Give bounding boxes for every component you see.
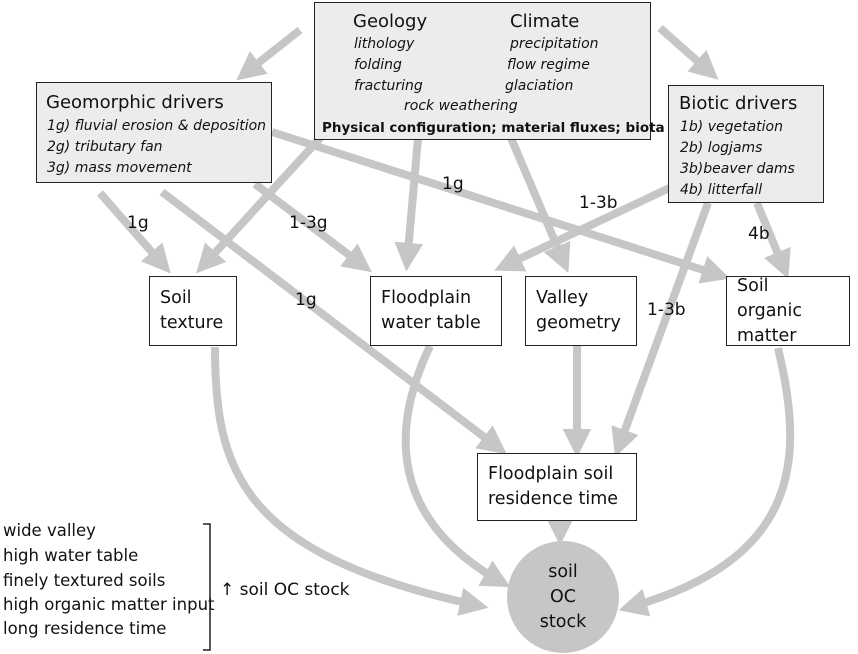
biotic-item-2b: 2b) logjams bbox=[680, 140, 763, 156]
arrow-geomorphic-to-organic-matter bbox=[270, 128, 731, 284]
soil-texture-line-2: texture bbox=[160, 313, 224, 333]
condition-long-residence-time: long residence time bbox=[3, 619, 167, 638]
climate-item-glaciation: glaciation bbox=[505, 78, 574, 94]
condition-high-organic-matter: high organic matter input bbox=[3, 595, 215, 614]
soil-oc-stock-node: soil OC stock bbox=[507, 541, 619, 653]
condition-wide-valley: wide valley bbox=[3, 521, 96, 540]
arrow-biotic-to-residence-time bbox=[611, 201, 712, 458]
condition-high-water-table: high water table bbox=[3, 546, 139, 565]
arrow-geology-to-water-table bbox=[394, 137, 424, 272]
geology-heading: Geology bbox=[353, 11, 428, 32]
water-table-line-1: Floodplain bbox=[381, 288, 472, 308]
edge-label-geo-watertable: 1-3g bbox=[289, 213, 328, 233]
soil-texture-line-1: Soil bbox=[160, 288, 192, 308]
arrow-geology-to-geomorphic bbox=[236, 26, 303, 81]
arrow-geomorphic-to-soil-texture bbox=[96, 190, 171, 274]
geology-climate-box: Geology Climate lithology folding fractu… bbox=[314, 2, 665, 140]
organic-matter-line-1: Soil organic bbox=[737, 275, 803, 321]
edge-label-bio-watertable: 1-3b bbox=[579, 193, 618, 213]
valley-geometry-node: Valley geometry bbox=[525, 276, 637, 346]
arrow-geomorphic-to-residence-time bbox=[159, 188, 507, 455]
edge-label-bio-organic: 4b bbox=[748, 224, 770, 244]
valley-geometry-line-2: geometry bbox=[536, 313, 621, 333]
floodplain-water-table-node: Floodplain water table bbox=[370, 276, 502, 346]
geology-climate-summary: Physical configuration; material fluxes;… bbox=[322, 120, 665, 136]
edge-label-geo-residence: 1g bbox=[295, 290, 317, 310]
arrow-geology-to-soil-texture bbox=[196, 133, 325, 274]
biotic-title: Biotic drivers bbox=[679, 93, 798, 114]
geomorphic-title: Geomorphic drivers bbox=[46, 92, 224, 113]
biotic-drivers-box: Biotic drivers 1b) vegetation 2b) logjam… bbox=[668, 85, 824, 203]
edge-label-geo-organic: 1g bbox=[442, 174, 464, 194]
residence-time-node: Floodplain soil residence time bbox=[477, 453, 637, 521]
arrow-geomorphic-to-water-table bbox=[252, 180, 372, 273]
residence-time-line-2: residence time bbox=[488, 489, 619, 509]
soil-organic-matter-node: Soil organic matter bbox=[726, 276, 850, 346]
shared-item-rock-weathering: rock weathering bbox=[404, 98, 518, 114]
geology-item-fracturing: fracturing bbox=[354, 78, 423, 94]
climate-item-flow-regime: flow regime bbox=[507, 57, 590, 73]
effect-label: ↑ soil OC stock bbox=[220, 580, 350, 600]
water-table-line-2: water table bbox=[381, 313, 481, 333]
residence-time-line-1: Floodplain soil bbox=[488, 464, 614, 484]
arrow-organic-matter-to-oc-stock bbox=[618, 347, 795, 617]
soil-texture-node: Soil texture bbox=[149, 276, 237, 346]
geology-item-lithology: lithology bbox=[354, 36, 415, 52]
geomorphic-item-3g: 3g) mass movement bbox=[47, 160, 192, 176]
condition-bracket bbox=[203, 523, 211, 651]
edge-label-geo-texture: 1g bbox=[127, 213, 149, 233]
arrow-soil-texture-to-oc-stock bbox=[211, 346, 489, 616]
geomorphic-drivers-box: Geomorphic drivers 1g) fluvial erosion &… bbox=[36, 82, 272, 183]
geology-item-folding: folding bbox=[354, 57, 402, 73]
arrow-geology-to-biotic bbox=[657, 25, 719, 80]
arrow-biotic-to-organic-matter bbox=[753, 201, 791, 279]
valley-geometry-line-1: Valley bbox=[536, 288, 589, 308]
geomorphic-item-2g: 2g) tributary fan bbox=[47, 139, 163, 155]
biotic-item-1b: 1b) vegetation bbox=[680, 119, 783, 135]
arrow-biotic-to-water-table bbox=[494, 179, 682, 272]
oc-stock-line-2: OC bbox=[550, 586, 576, 607]
biotic-item-4b: 4b) litterfall bbox=[680, 182, 763, 198]
geomorphic-item-1g: 1g) fluvial erosion & deposition bbox=[47, 118, 267, 134]
edge-label-bio-residence: 1-3b bbox=[647, 300, 686, 320]
arrow-water-table-to-oc-stock bbox=[401, 344, 511, 588]
organic-matter-line-2: matter bbox=[737, 325, 797, 346]
oc-stock-line-3: stock bbox=[539, 611, 587, 632]
condition-finely-textured-soils: finely textured soils bbox=[3, 571, 166, 590]
oc-stock-line-1: soil bbox=[548, 561, 578, 582]
biotic-item-3b: 3b)beaver dams bbox=[680, 161, 795, 177]
climate-item-precipitation: precipitation bbox=[510, 36, 599, 52]
climate-heading: Climate bbox=[510, 11, 580, 32]
